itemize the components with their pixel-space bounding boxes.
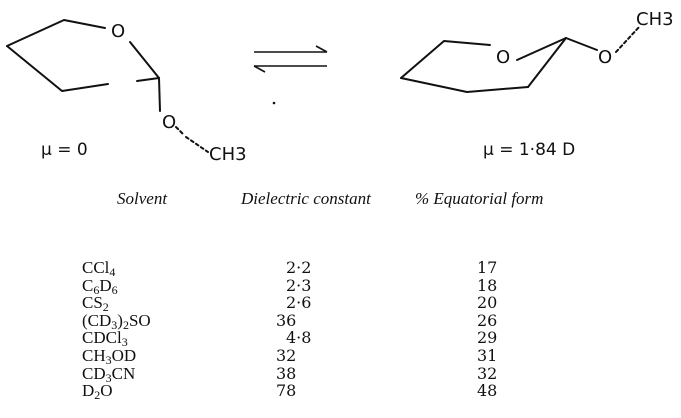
right-ring-oxygen: O bbox=[496, 47, 510, 68]
left-substituent-oxygen: O bbox=[162, 112, 176, 133]
dielectric-cell: 2·6 bbox=[286, 293, 312, 313]
right-methyl-label: CH3 bbox=[636, 9, 674, 30]
equatorial-cell: 31 bbox=[477, 345, 498, 365]
left-ring-oxygen: O bbox=[111, 21, 125, 42]
dielectric-cell: 38 bbox=[276, 363, 297, 383]
solvent-cell: CH3OD bbox=[82, 345, 137, 367]
equilibrium-scheme: O O CH3 O O CH3 bbox=[6, 9, 674, 165]
solvent-cell: CDCl3 bbox=[82, 328, 128, 350]
equatorial-cell: 26 bbox=[477, 310, 498, 330]
axial-conformer bbox=[6, 19, 209, 153]
right-substituent-oxygen: O bbox=[598, 47, 612, 68]
solvent-cell: C6D6 bbox=[82, 275, 118, 297]
left-methyl-label: CH3 bbox=[209, 144, 247, 165]
equatorial-cell: 20 bbox=[477, 293, 498, 313]
right-dipole-moment: μ = 1·84 D bbox=[483, 140, 576, 160]
dielectric-cell: 32 bbox=[276, 345, 297, 365]
dielectric-cell: 4·8 bbox=[286, 328, 312, 348]
dielectric-cell: 2·3 bbox=[286, 275, 312, 295]
equatorial-cell: 18 bbox=[477, 275, 498, 295]
equatorial-cell: 29 bbox=[477, 328, 498, 348]
header-equatorial-form: % Equatorial form bbox=[415, 189, 544, 208]
equatorial-conformer bbox=[400, 25, 641, 93]
header-dielectric-constant: Dielectric constant bbox=[241, 189, 371, 208]
equilibrium-arrows bbox=[253, 45, 328, 73]
solvent-cell: (CD3)2SO bbox=[82, 310, 151, 332]
solvent-cell: CS2 bbox=[82, 293, 109, 315]
solvent-cell: CCl4 bbox=[82, 258, 116, 279]
left-dipole-moment: μ = 0 bbox=[41, 140, 88, 160]
dielectric-cell: 2·2 bbox=[286, 258, 312, 277]
equatorial-cell: 48 bbox=[477, 381, 498, 401]
dielectric-cell: 78 bbox=[276, 381, 297, 401]
dielectric-cell: 36 bbox=[276, 310, 297, 330]
equatorial-cell: 32 bbox=[477, 363, 498, 383]
header-solvent: Solvent bbox=[117, 189, 168, 208]
solvent-cell: CD3CN bbox=[82, 363, 136, 385]
solvent-cell: D2O bbox=[82, 381, 113, 403]
equatorial-cell: 17 bbox=[477, 258, 498, 277]
